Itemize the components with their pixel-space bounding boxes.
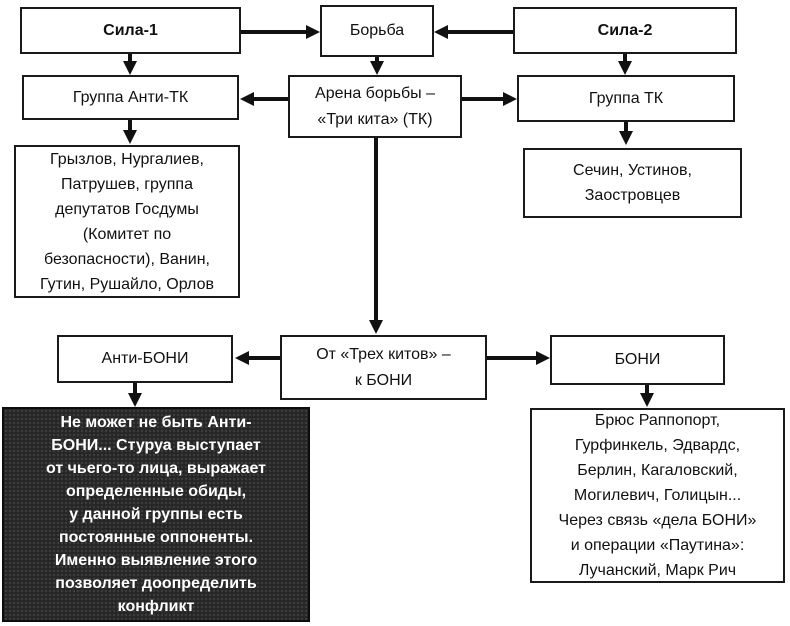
node-gruppa-anti-tk: Группа Анти-ТК [22,75,239,120]
node-borba: Борьба [320,5,434,57]
node-boni: БОНИ [550,335,725,385]
node-sila-1: Сила-1 [20,7,241,54]
arrow-sila2-down-line [623,54,627,62]
arrow-arena-to-ot-line [374,138,378,321]
node-sila-2: Сила-2 [513,7,737,54]
arrow-sila1-down-head [123,61,137,75]
arrow-sila2-down-head [618,61,632,75]
arrow-arena-to-anti-tk-head [240,92,254,106]
node-tk-members: Сечин, Устинов, Заостровцев [523,148,742,218]
arrow-ot-to-anti-boni-head [235,351,249,365]
arrow-sila1-down-line [128,54,132,62]
arrow-arena-to-tk-head [503,92,517,106]
arrow-tk-down-head [619,131,633,145]
node-gruppa-tk: Группа ТК [517,75,735,122]
arrow-anti-boni-down-head [128,393,142,407]
arrow-anti-boni-down-line [133,383,137,394]
arrow-boni-down-line [645,385,649,394]
node-anti-tk-members: Грызлов, Нургалиев, Патрушев, группа деп… [14,145,240,298]
arrow-sila2-to-borba-line [448,30,513,34]
arrow-sila1-to-borba-head [306,25,320,39]
arrow-sila2-to-borba-head [434,25,448,39]
arrow-borba-down-line [375,57,379,63]
arrow-ot-to-boni-line [487,356,536,360]
arrow-borba-down-head [370,61,384,75]
node-anti-boni: Анти-БОНИ [57,335,233,383]
node-anti-boni-note: Не может не быть Анти- БОНИ... Стуруа вы… [2,407,310,622]
node-ot-trekh-kitov: От «Трех китов» – к БОНИ [280,335,487,400]
node-boni-members: Брюс Раппопорт, Гурфинкель, Эдвардс, Бер… [530,408,785,583]
arrow-anti-tk-down-line [128,120,132,131]
arrow-anti-tk-down-head [123,130,137,144]
arrow-arena-to-ot-head [369,320,383,334]
arrow-boni-down-head [640,393,654,407]
arrow-arena-to-anti-tk-line [254,97,288,101]
arrow-ot-to-boni-head [536,351,550,365]
arrow-sila1-to-borba-line [241,30,307,34]
arrow-arena-to-tk-line [462,97,503,101]
arrow-tk-down-line [624,122,628,132]
arrow-ot-to-anti-boni-line [249,356,280,360]
node-arena-borby: Арена борьбы – «Три кита» (ТК) [288,75,462,138]
